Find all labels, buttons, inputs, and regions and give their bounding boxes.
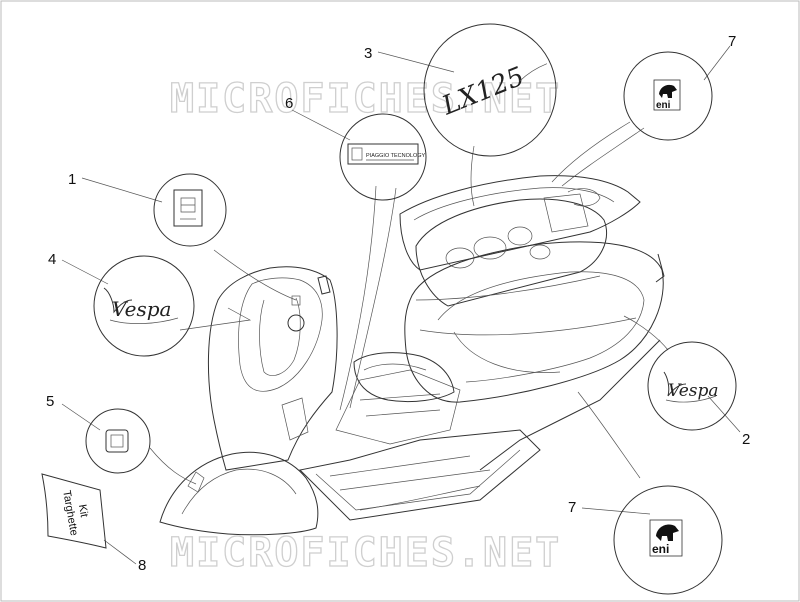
detail-bubble-4: Vespa bbox=[93, 255, 195, 357]
detail-bubble-1 bbox=[153, 173, 227, 247]
callout-7-top: 7 bbox=[728, 33, 736, 50]
tech-plate-text: PIAGGIO TECNOLOGY bbox=[366, 153, 426, 159]
kit-envelope: Kit Targhette bbox=[41, 473, 107, 549]
callout-2: 2 bbox=[742, 431, 750, 448]
callout-7-bottom: 7 bbox=[568, 499, 576, 516]
callout-4: 4 bbox=[48, 251, 56, 268]
detail-bubble-7-top: eni bbox=[623, 51, 713, 141]
callout-1: 1 bbox=[68, 171, 76, 188]
callout-6: 6 bbox=[285, 95, 293, 112]
callout-3: 3 bbox=[364, 45, 372, 62]
detail-bubble-7-bottom: eni bbox=[613, 485, 723, 595]
eni-label-bottom: eni bbox=[652, 542, 669, 556]
vespa-badge-side: Vespa bbox=[668, 381, 719, 401]
detail-bubble-5 bbox=[85, 408, 151, 474]
watermark-bottom: MICROFICHES.NET bbox=[170, 530, 561, 576]
piaggio-badge-icon bbox=[173, 189, 203, 227]
detail-bubble-6: PIAGGIO TECNOLOGY bbox=[339, 113, 427, 201]
square-badge-icon bbox=[105, 429, 129, 453]
kit-label-line2: Targhette bbox=[60, 489, 80, 536]
tech-plate-icon bbox=[347, 143, 419, 165]
kit-label-line1: Kit bbox=[76, 503, 90, 518]
detail-bubble-2: Vespa bbox=[647, 341, 737, 431]
scooter-body bbox=[159, 175, 665, 536]
watermark-top: MICROFICHES.NET bbox=[170, 76, 561, 122]
eni-label-top: eni bbox=[656, 100, 671, 111]
callout-5: 5 bbox=[46, 393, 54, 410]
eni-badge-icon-top bbox=[653, 79, 681, 111]
callout-8: 8 bbox=[138, 557, 146, 574]
leader-lines bbox=[61, 45, 741, 565]
vespa-badge-front: Vespa bbox=[112, 297, 171, 321]
